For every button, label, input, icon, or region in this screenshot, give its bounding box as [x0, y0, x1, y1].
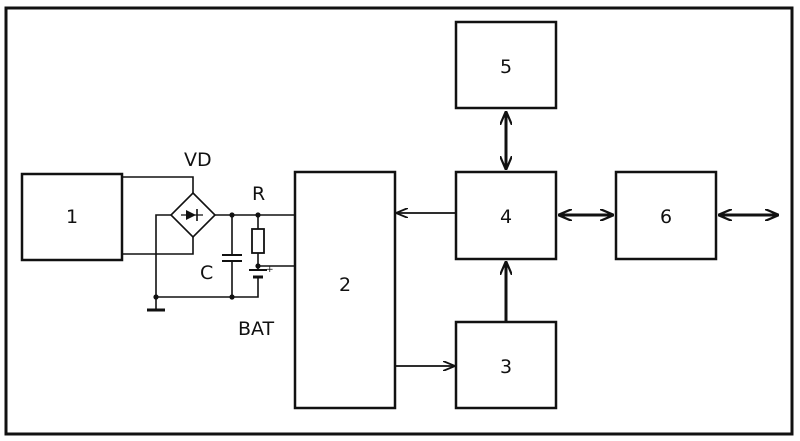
junction-dot	[255, 263, 260, 268]
battery-plus-icon: +	[266, 265, 274, 275]
block-1-label: 1	[66, 206, 78, 228]
label-r: R	[252, 183, 265, 205]
block-6: 6	[616, 172, 716, 259]
junction-dot	[153, 294, 158, 299]
resistor-symbol	[252, 229, 264, 253]
diode-icon	[181, 209, 203, 221]
power-circuit: +	[122, 177, 295, 310]
label-bat: BAT	[238, 318, 275, 340]
junction-dot	[229, 212, 234, 217]
junction-dot	[229, 294, 234, 299]
label-c: C	[200, 262, 213, 284]
label-vd: VD	[184, 149, 212, 171]
block-3-label: 3	[500, 356, 512, 378]
block-6-label: 6	[660, 206, 672, 228]
block-1: 1	[22, 174, 122, 260]
block-3: 3	[456, 322, 556, 408]
block-2: 2	[295, 172, 395, 408]
junction-dot	[255, 212, 260, 217]
block-5: 5	[456, 22, 556, 108]
block-2-label: 2	[339, 274, 351, 296]
block-5-label: 5	[500, 56, 512, 78]
block-4-label: 4	[500, 206, 512, 228]
block-4: 4	[456, 172, 556, 259]
